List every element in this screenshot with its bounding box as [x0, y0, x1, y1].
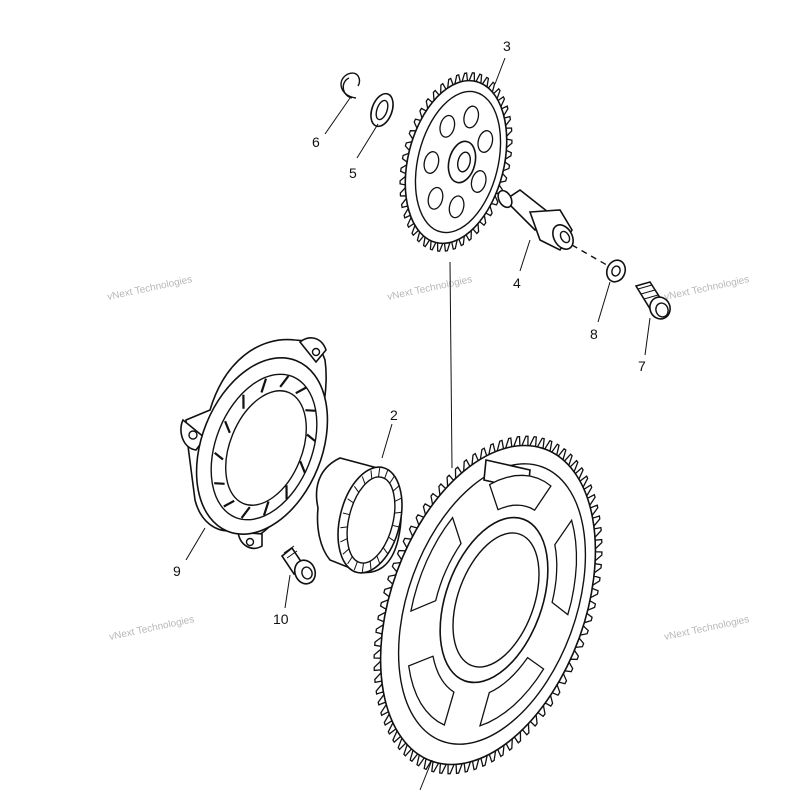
needle [378, 468, 381, 478]
callout-labels: 3 6 5 4 8 7 2 9 10 [173, 38, 646, 627]
callout-2: 2 [390, 407, 398, 423]
watermark-text: vNext Technologies [663, 274, 750, 303]
gear-spoke-window [409, 516, 462, 613]
needle [370, 470, 373, 480]
gear-spoke-window [479, 656, 545, 727]
gear-hole [448, 195, 465, 219]
needle [382, 547, 389, 554]
needle [340, 538, 348, 543]
leader-lines [185, 57, 651, 791]
callout-10: 10 [273, 611, 289, 627]
needle [353, 486, 360, 493]
clutch-sprags [214, 375, 316, 519]
callout-4: 4 [513, 275, 521, 291]
sprag [240, 506, 251, 519]
flange-bolt [634, 281, 671, 320]
circlip [340, 72, 361, 99]
needle [347, 498, 354, 504]
sprag [295, 386, 307, 395]
sprag [224, 420, 231, 434]
gear-hole [470, 170, 487, 193]
needle [353, 561, 358, 571]
needle [392, 485, 400, 492]
needle [394, 497, 402, 502]
needle-bearing [315, 457, 403, 574]
washer [370, 92, 394, 128]
callout-8: 8 [590, 326, 598, 342]
clutch-housing [180, 337, 329, 550]
sprag [260, 378, 268, 393]
callout-7: 7 [638, 358, 646, 374]
sprag [223, 499, 235, 508]
gear-spoke-window [488, 474, 552, 512]
small-gear [399, 72, 513, 252]
sprag [279, 375, 290, 388]
callout-3: 3 [503, 38, 511, 54]
needle [392, 524, 400, 528]
needle [384, 469, 389, 479]
bearing-needles [340, 468, 402, 572]
needle [347, 556, 353, 565]
shaft [497, 189, 613, 269]
needle [342, 548, 350, 555]
large-gear-spokes [407, 474, 578, 727]
gear-hole [463, 105, 480, 129]
sprag [214, 451, 224, 461]
gear-hole [439, 114, 456, 138]
gear-spoke-window [407, 655, 455, 726]
needle [369, 560, 372, 570]
axis-line [449, 261, 453, 469]
needle [340, 526, 348, 529]
gear-spoke-window [551, 518, 578, 616]
sprag [214, 482, 225, 485]
needle [394, 511, 402, 514]
needle [388, 536, 395, 542]
needle [376, 555, 381, 564]
small-gear-holes [423, 105, 494, 219]
sprag [306, 433, 316, 443]
small-washer [605, 259, 627, 283]
needle [361, 562, 364, 572]
callout-9: 9 [173, 563, 181, 579]
sprag [305, 409, 316, 412]
gear-hole [477, 130, 494, 153]
gear-hole [427, 186, 444, 210]
gear-hole [423, 151, 440, 174]
watermark-text: vNext Technologies [106, 274, 193, 303]
watermark-text: vNext Technologies [386, 274, 473, 303]
callout-5: 5 [349, 165, 357, 181]
watermark-text: vNext Technologies [108, 614, 195, 643]
sprag [299, 460, 306, 474]
large-gear [373, 435, 603, 775]
sprag [262, 501, 270, 516]
housing-bolt [280, 545, 317, 585]
watermark-text: vNext Technologies [663, 614, 750, 643]
needle [389, 475, 395, 484]
needle [361, 476, 366, 485]
needle [342, 512, 350, 516]
callout-6: 6 [312, 134, 320, 150]
